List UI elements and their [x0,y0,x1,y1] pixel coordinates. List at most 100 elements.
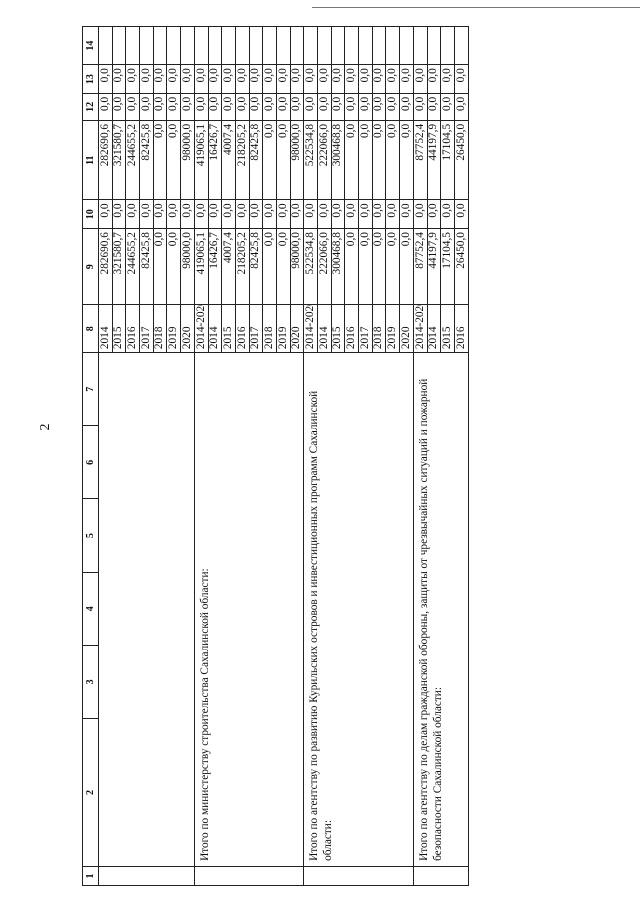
value-cell-11: 17104,5 [440,120,455,200]
year-cell: 2014 [98,304,113,353]
value-cell-14 [235,26,250,65]
value-cell-13: 0,0 [262,64,277,94]
year-cell: 2020 [399,304,414,353]
value-cell-10: 0,0 [399,199,414,229]
value-cell-9: 0,0 [358,228,373,305]
value-cell-9: 98000,0 [290,228,304,305]
value-cell-9: 244655,2 [125,228,140,305]
value-cell-14 [372,26,386,65]
value-cell-10: 0,0 [440,199,455,229]
value-cell-13: 0,0 [372,64,386,94]
value-cell-10: 0,0 [317,199,332,229]
col-header-1: 1 [82,866,99,886]
value-cell-10: 0,0 [153,199,167,229]
value-cell-12: 0,0 [454,93,469,121]
value-cell-12: 0,0 [139,93,154,121]
value-cell-9: 0,0 [153,228,167,305]
value-cell-13: 0,0 [125,64,140,94]
value-cell-14 [454,26,469,65]
value-cell-11: 0,0 [372,120,386,200]
value-cell-11: 0,0 [358,120,373,200]
value-cell-12: 0,0 [208,93,222,121]
value-cell-10: 0,0 [166,199,181,229]
value-cell-13: 0,0 [153,64,167,94]
table-row: Итого по министерству строительства Саха… [194,26,304,886]
value-cell-14 [290,26,304,65]
year-cell: 2015 [331,304,345,353]
value-cell-9: 87752,4 [413,228,427,305]
year-cell: 2016 [125,304,140,353]
value-cell-12: 0,0 [440,93,455,121]
value-cell-12: 0,0 [166,93,181,121]
value-cell-11: 98000,0 [180,120,195,200]
year-cell: 2017 [139,304,154,353]
year-cell: 2014-2020 [194,304,208,353]
value-cell-14 [399,26,414,65]
value-cell-14 [413,26,427,65]
value-cell-9: 0,0 [372,228,386,305]
value-cell-10: 0,0 [249,199,263,229]
value-cell-11: 0,0 [385,120,400,200]
value-cell-12: 0,0 [262,93,277,121]
value-cell-14 [440,26,455,65]
value-cell-13: 0,0 [303,64,318,94]
value-cell-10: 0,0 [180,199,195,229]
year-cell: 2018 [262,304,277,353]
value-cell-11: 222066,0 [317,120,332,200]
value-cell-13: 0,0 [454,64,469,94]
value-cell-9: 0,0 [399,228,414,305]
value-cell-13: 0,0 [249,64,263,94]
row-number-cell [303,866,414,886]
value-cell-11: 0,0 [344,120,359,200]
value-cell-13: 0,0 [440,64,455,94]
value-cell-10: 0,0 [344,199,359,229]
value-cell-10: 0,0 [139,199,154,229]
row-number-cell [194,866,304,886]
value-cell-12: 0,0 [125,93,140,121]
year-cell: 2016 [344,304,359,353]
value-cell-14 [166,26,181,65]
value-cell-12: 0,0 [290,93,304,121]
header-row: 1 2 3 4 5 6 7 8 9 10 11 12 13 14 [82,26,99,886]
value-cell-14 [358,26,373,65]
value-cell-13: 0,0 [358,64,373,94]
value-cell-12: 0,0 [372,93,386,121]
value-cell-12: 0,0 [180,93,195,121]
col-header-10: 10 [82,199,99,229]
value-cell-9: 0,0 [276,228,291,305]
section-title-cell: Итого по агентству по делам гражданской … [413,352,469,867]
col-header-8: 8 [82,304,99,353]
value-cell-13: 0,0 [427,64,441,94]
value-cell-9: 0,0 [262,228,277,305]
value-cell-14 [385,26,400,65]
value-cell-11: 522534,8 [303,120,318,200]
value-cell-14 [125,26,140,65]
value-cell-13: 0,0 [290,64,304,94]
year-cell: 2017 [249,304,263,353]
value-cell-10: 0,0 [208,199,222,229]
top-rule [312,7,640,8]
value-cell-11: 98000,0 [290,120,304,200]
col-header-7: 7 [82,352,99,426]
value-cell-11: 300468,8 [331,120,345,200]
value-cell-12: 0,0 [427,93,441,121]
section-title-cell: Итого по агентству по развитию Курильски… [303,352,414,867]
value-cell-9: 218205,2 [235,228,250,305]
row-number-cell [413,866,469,886]
value-cell-12: 0,0 [98,93,113,121]
value-cell-12: 0,0 [194,93,208,121]
value-cell-11: 419065,1 [194,120,208,200]
value-cell-9: 82425,8 [139,228,154,305]
value-cell-14 [139,26,154,65]
value-cell-13: 0,0 [112,64,126,94]
value-cell-10: 0,0 [413,199,427,229]
value-cell-11: 82425,8 [139,120,154,200]
value-cell-11: 82425,8 [249,120,263,200]
value-cell-9: 522534,8 [303,228,318,305]
value-cell-13: 0,0 [194,64,208,94]
value-cell-10: 0,0 [125,199,140,229]
value-cell-10: 0,0 [331,199,345,229]
year-cell: 2015 [440,304,455,353]
value-cell-14 [98,26,113,65]
